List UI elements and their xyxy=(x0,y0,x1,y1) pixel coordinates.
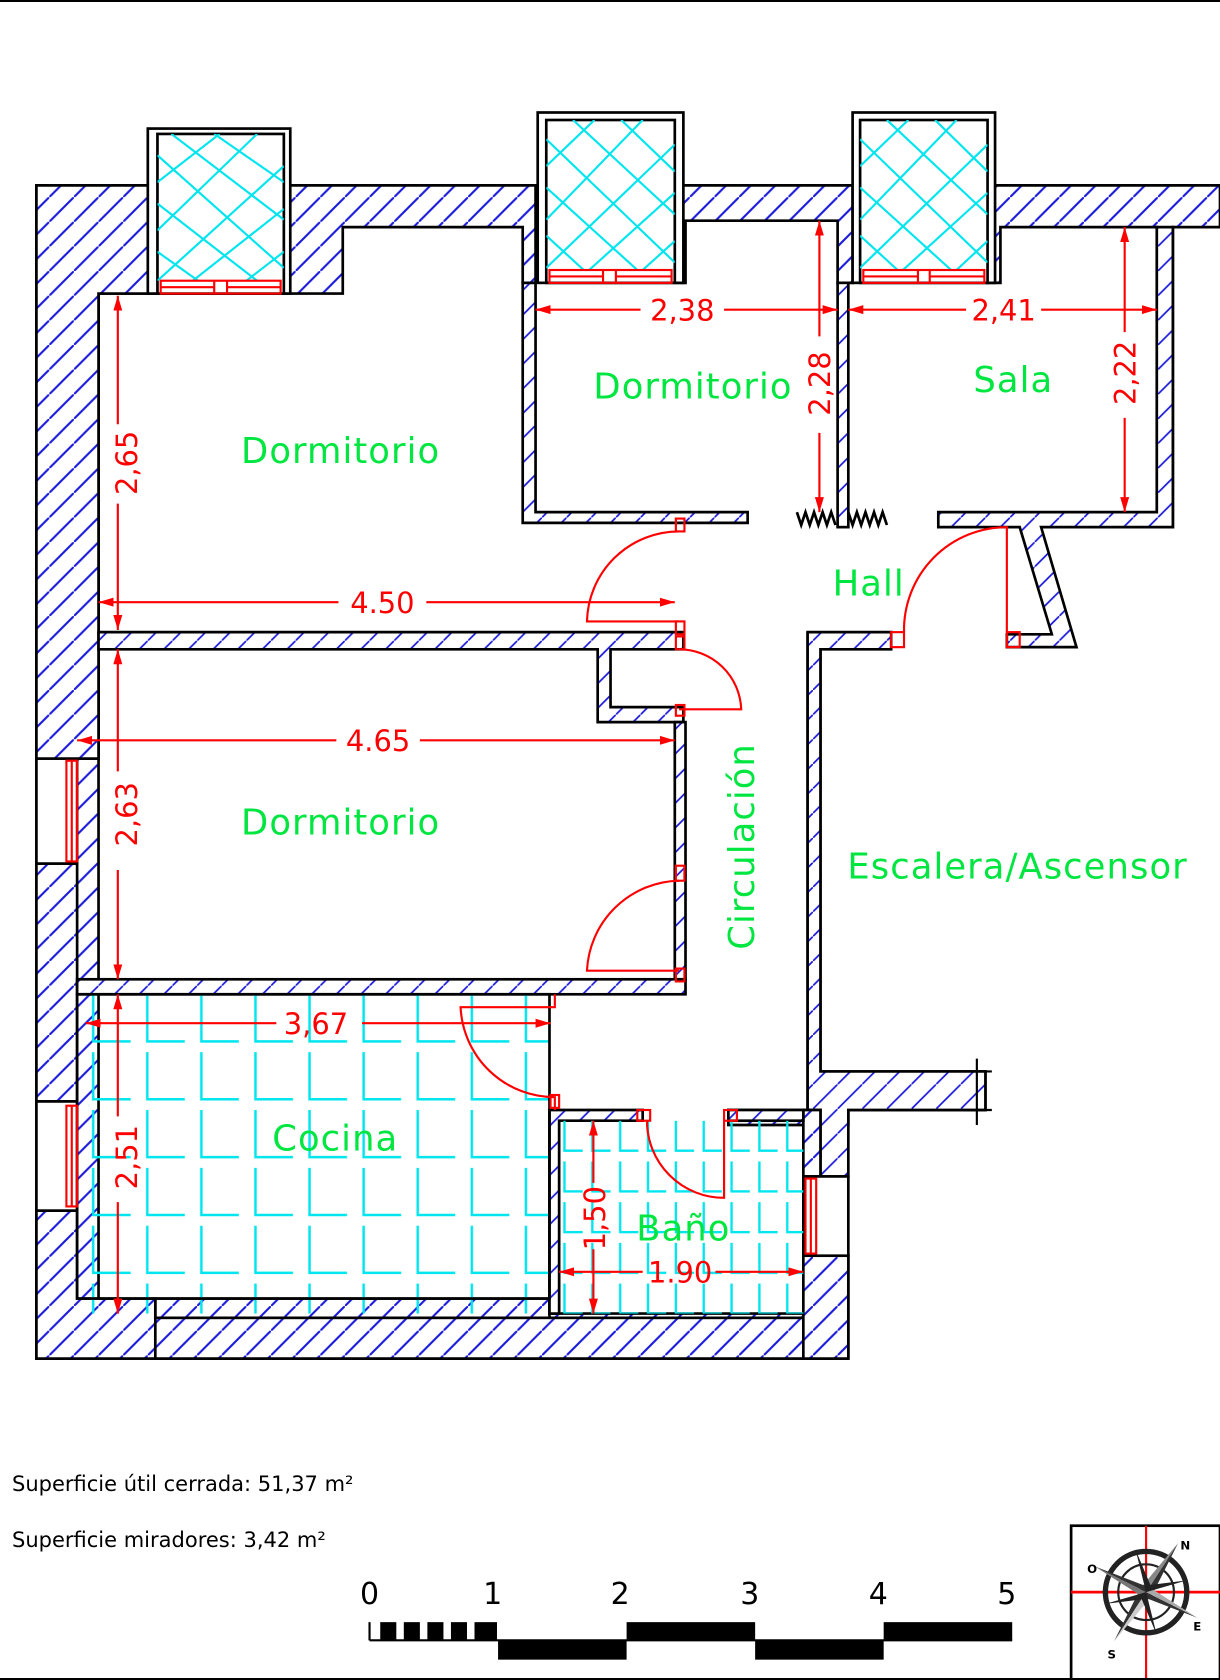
wall-bano-right-lower xyxy=(801,1254,850,1360)
scale-label-3: 3 xyxy=(740,1577,759,1612)
doors xyxy=(459,517,1021,1199)
compass-o: O xyxy=(1087,1562,1097,1576)
compass-needle-n xyxy=(1146,1542,1179,1597)
surface-closed-note: Superficie útil cerrada: 51,37 m² xyxy=(12,1472,354,1496)
wall-dorm2 xyxy=(521,281,749,525)
wall-top-1 xyxy=(284,184,537,295)
window-left-2-opening xyxy=(35,1100,79,1213)
wall-dorm2-sala xyxy=(836,281,850,529)
top-border xyxy=(0,0,1220,2)
label-bano: Baño xyxy=(636,1209,730,1250)
wall-escalera xyxy=(806,630,987,1178)
compass-e: E xyxy=(1193,1620,1201,1634)
mirador-2 xyxy=(536,111,685,285)
label-cocina: Cocina xyxy=(272,1119,398,1160)
room-labels: Dormitorio Dormitorio Dormitorio Sala Ha… xyxy=(241,360,1187,1250)
mirador-1 xyxy=(146,127,292,295)
dim-bano-height: 1,50 xyxy=(578,1186,612,1250)
wall-d3-circ xyxy=(673,720,687,981)
compass-s: S xyxy=(1108,1648,1116,1662)
scale-label-0: 0 xyxy=(360,1577,379,1612)
wall-top-3 xyxy=(986,184,1220,529)
accordion-partition xyxy=(795,507,889,530)
wall-bottom-band xyxy=(153,1316,848,1360)
wall-top-2 xyxy=(675,184,854,285)
wall-d1-d3 xyxy=(97,630,685,724)
scale-label-2: 2 xyxy=(611,1577,630,1612)
compass: N E S O xyxy=(1069,1524,1220,1680)
wall-left-middle xyxy=(35,862,79,1103)
dim-cocina-width: 3,67 xyxy=(284,1007,348,1041)
dim-d2-height: 2,28 xyxy=(803,351,837,415)
dim-sala-width: 2,41 xyxy=(971,293,1035,327)
wall-sala-hall xyxy=(936,225,1175,649)
dim-cocina-height: 2,51 xyxy=(110,1125,144,1189)
scale-bar: 0 1 2 3 4 5 xyxy=(360,1577,1016,1660)
dim-d1-width: 4.50 xyxy=(350,586,414,620)
mirador-3 xyxy=(851,111,997,285)
label-sala: Sala xyxy=(973,360,1053,401)
scale-label-5: 5 xyxy=(997,1577,1016,1612)
dimensions: 2,65 4.50 2,38 2,28 2,41 2,22 4.65 2,63 … xyxy=(77,220,1157,1314)
label-circulacion: Circulación xyxy=(722,743,763,950)
dim-d2-width: 2,38 xyxy=(650,293,714,327)
label-dormitorio-2: Dormitorio xyxy=(593,367,792,408)
dim-d3-width: 4.65 xyxy=(346,724,410,758)
label-dormitorio-1: Dormitorio xyxy=(241,431,440,472)
label-hall: Hall xyxy=(833,564,905,605)
dim-bano-width: 1.90 xyxy=(648,1255,712,1289)
dim-sala-height: 2,22 xyxy=(1108,341,1142,405)
windows xyxy=(65,759,818,1255)
bottom-border xyxy=(0,1678,1220,1680)
scale-label-4: 4 xyxy=(869,1577,888,1612)
bano-tiles xyxy=(559,1120,804,1314)
wall-d3-cocina xyxy=(75,977,687,996)
wall-bano-right-upper xyxy=(801,1108,822,1178)
label-escalera: Escalera/Ascensor xyxy=(847,847,1187,888)
wall-bano-top-right xyxy=(727,1108,805,1123)
surface-balconies-note: Superficie miradores: 3,42 m² xyxy=(12,1528,326,1552)
dim-d1-height: 2,65 xyxy=(110,431,144,495)
scale-label-1: 1 xyxy=(483,1577,502,1612)
label-dormitorio-3: Dormitorio xyxy=(241,803,440,844)
compass-n: N xyxy=(1180,1538,1190,1552)
dim-d3-height: 2,63 xyxy=(110,782,144,846)
